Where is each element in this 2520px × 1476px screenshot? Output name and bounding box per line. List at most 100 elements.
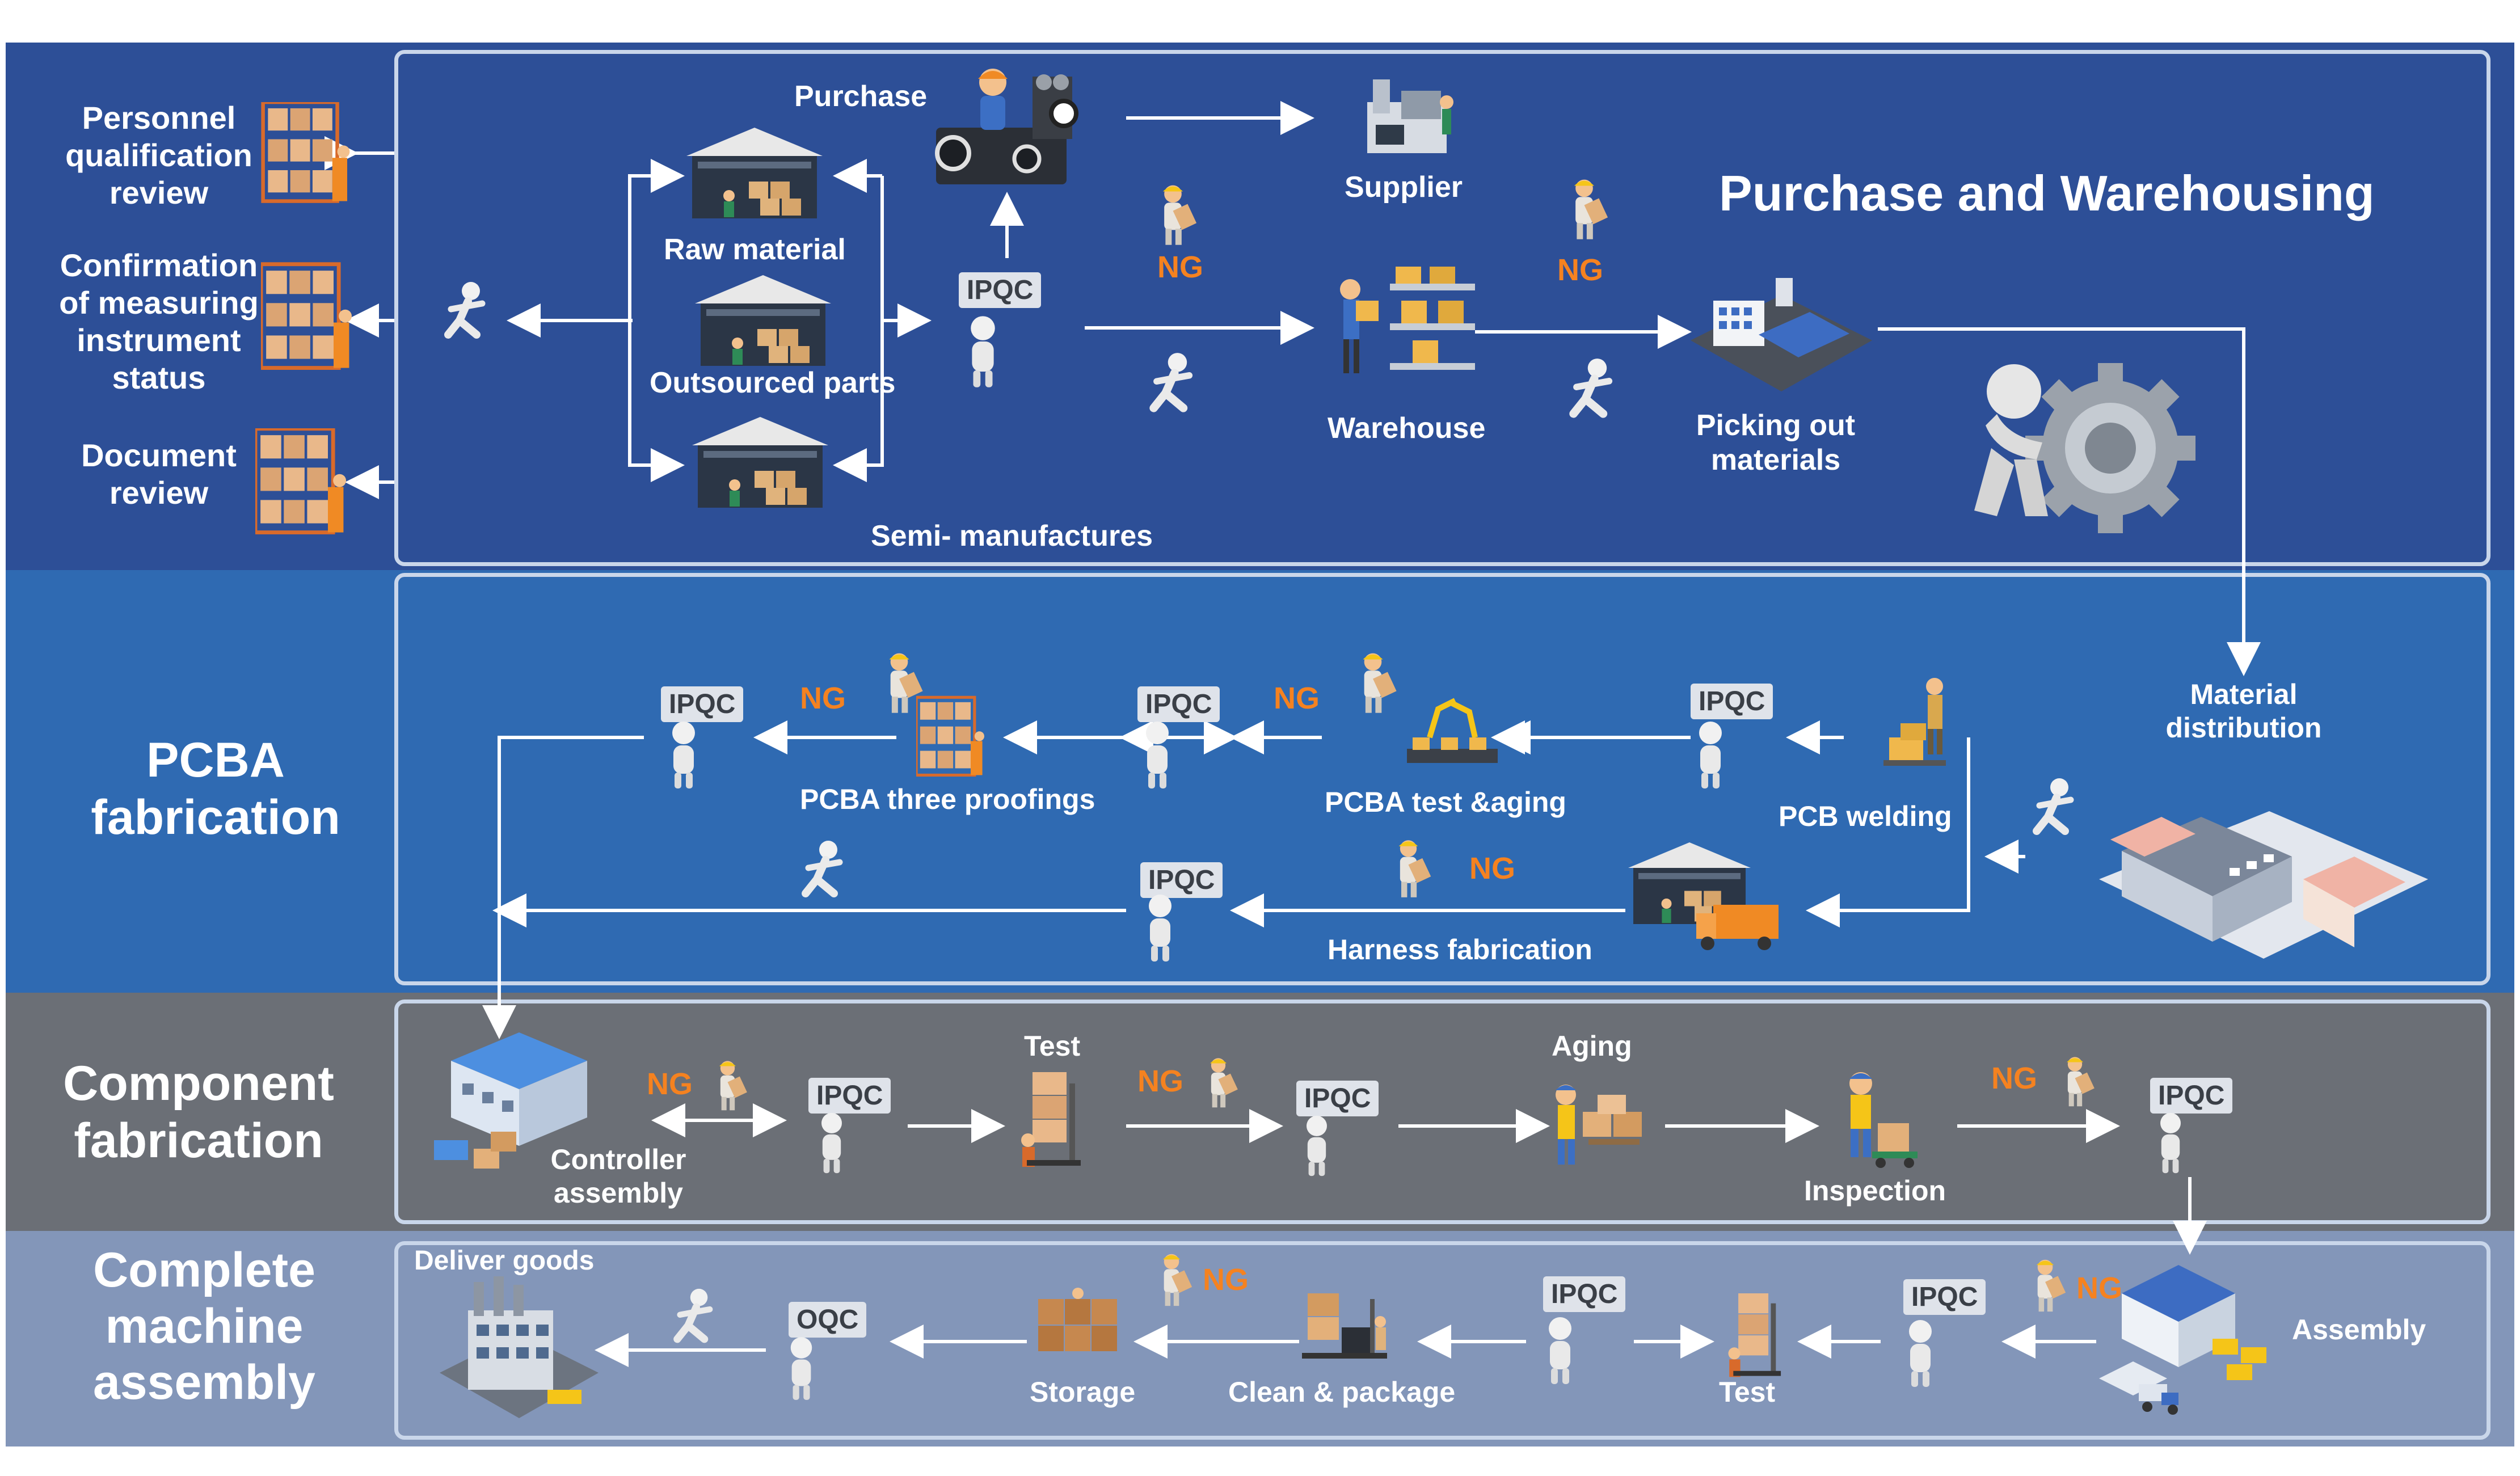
ipqc-badge: IPQC	[1903, 1279, 1986, 1315]
ng-label: NG	[2076, 1271, 2122, 1305]
ng-label: NG	[1469, 851, 1515, 885]
runner-icon	[431, 281, 499, 343]
controller-assembly-building-icon	[434, 1032, 587, 1169]
pcba-section-title: PCBA fabrication	[57, 732, 374, 847]
complete-test-label: Test	[1719, 1376, 1776, 1408]
material-dist-line1: Material	[2190, 678, 2298, 710]
ipqc-badge: IPQC	[1296, 1081, 1379, 1116]
inspection-label: Inspection	[1804, 1175, 1946, 1207]
shelf-icon	[261, 250, 352, 386]
runner-icon	[1554, 357, 1628, 423]
semi-manufactures-shed-icon	[692, 417, 828, 508]
ng-label: NG	[1203, 1263, 1249, 1297]
warehouse-worker-icon	[1340, 267, 1475, 373]
aging-label: Aging	[1552, 1030, 1632, 1062]
shelf-icon	[261, 102, 352, 204]
outsourced-parts-label: Outsourced parts	[650, 366, 896, 399]
worker-ng-icon	[1162, 1254, 1192, 1306]
worker-ng-icon	[1162, 185, 1197, 245]
component-title-line2: fabrication	[74, 1114, 323, 1169]
ng-label: NG	[1991, 1061, 2037, 1095]
complete-title-line1: Complete	[93, 1243, 315, 1297]
band-complete	[6, 1231, 2514, 1447]
inspector-person-icon	[1149, 895, 1171, 961]
document-line2: review	[109, 475, 209, 511]
factory-building-icon	[2099, 811, 2428, 959]
pcba-test-aging-label: PCBA test &aging	[1325, 786, 1566, 818]
ipqc-badge: IPQC	[1140, 862, 1223, 898]
inspector-person-icon	[672, 722, 695, 788]
ipqc-badge: IPQC	[661, 686, 744, 722]
component-test-label: Test	[1024, 1030, 1081, 1062]
pcb-welding-worker-icon	[1883, 678, 1946, 766]
ipqc-badge: IPQC	[1137, 686, 1220, 722]
harness-fabrication-label: Harness fabrication	[1328, 934, 1592, 965]
pcba-three-proofings-label: PCBA three proofings	[800, 783, 1095, 815]
complete-title-line3: assembly	[92, 1355, 316, 1410]
inspector-person-icon	[2160, 1112, 2181, 1174]
picking-line2: materials	[1710, 444, 1841, 477]
aging-worker-boxes-icon	[1556, 1085, 1642, 1165]
personnel-review-label: Personnel qualification review	[54, 99, 264, 212]
inspector-person-icon	[790, 1337, 812, 1400]
measuring-status-label: Confirmation of measuring instrument sta…	[45, 247, 272, 397]
picking-building-icon	[1691, 278, 1872, 391]
document-line1: Document	[81, 437, 237, 473]
controller-line2: assembly	[554, 1177, 683, 1209]
controller-line1: Controller	[550, 1144, 686, 1175]
semi-manufactures-label: Semi- manufactures	[871, 520, 1153, 553]
worker-ng-icon	[1210, 1058, 1238, 1108]
personnel-line3: review	[109, 175, 209, 211]
inspector-person-icon	[1909, 1320, 1932, 1387]
ipqc-badge: IPQC	[959, 272, 1042, 308]
ng-label: NG	[1157, 250, 1203, 284]
supplier-factory-icon	[1367, 79, 1453, 153]
ipqc-badge: IPQC	[808, 1078, 891, 1114]
complete-section-title: Complete machine assembly	[34, 1242, 374, 1411]
complete-title-line2: machine	[105, 1298, 304, 1353]
inspector-person-icon	[1307, 1115, 1327, 1176]
picking-line1: Picking out	[1696, 409, 1856, 442]
assembly-label: Assembly	[2292, 1314, 2426, 1346]
runner-icon	[789, 840, 857, 902]
inspector-person-icon	[1146, 722, 1169, 788]
pcb-welding-label: PCB welding	[1779, 800, 1952, 832]
worker-ng-icon	[1398, 840, 1431, 897]
pcba-title-line2: fabrication	[91, 790, 340, 845]
worker-ng-icon	[2067, 1057, 2095, 1107]
deliver-goods-factory-icon	[440, 1276, 599, 1418]
picking-label: Picking out materials	[1674, 408, 1878, 478]
personnel-line1: Personnel	[82, 100, 236, 136]
raw-material-shed-icon	[686, 128, 823, 218]
material-dist-line2: distribution	[2165, 712, 2322, 744]
test-forklift-icon	[1728, 1293, 1781, 1377]
clean-package-forklift-icon	[1302, 1293, 1387, 1359]
runner-icon	[2020, 777, 2088, 840]
component-section-title: Component fabrication	[34, 1055, 363, 1170]
three-proofings-shelf-icon	[916, 695, 984, 780]
worker-ng-icon	[889, 653, 923, 713]
runner-icon	[1135, 352, 1208, 417]
frame-complete	[394, 1241, 2490, 1440]
measuring-line4: status	[112, 360, 206, 396]
material-distribution-label: Material distribution	[2150, 678, 2337, 745]
ng-label: NG	[647, 1067, 693, 1101]
purchase-section-title: Purchase and Warehousing	[1719, 165, 2375, 221]
ng-label: NG	[800, 681, 846, 715]
worker-ng-icon	[1363, 653, 1397, 713]
ipqc-badge: IPQC	[2150, 1078, 2233, 1114]
runner-icon	[661, 1288, 726, 1347]
test-aging-robot-icon	[1407, 698, 1498, 763]
inspector-person-icon	[971, 316, 995, 387]
controller-assembly-label: Controller assembly	[530, 1143, 706, 1210]
ng-label: NG	[1557, 253, 1603, 287]
measuring-line1: Confirmation	[60, 247, 258, 283]
shelf-icon	[255, 428, 346, 536]
test-forklift-icon	[1021, 1072, 1081, 1167]
assembly-building-icon	[2099, 1265, 2266, 1415]
warehouse-label: Warehouse	[1328, 412, 1486, 445]
document-review-label: Document review	[57, 437, 261, 512]
oqc-badge: OQC	[789, 1302, 867, 1338]
worker-ng-icon	[2036, 1259, 2066, 1312]
